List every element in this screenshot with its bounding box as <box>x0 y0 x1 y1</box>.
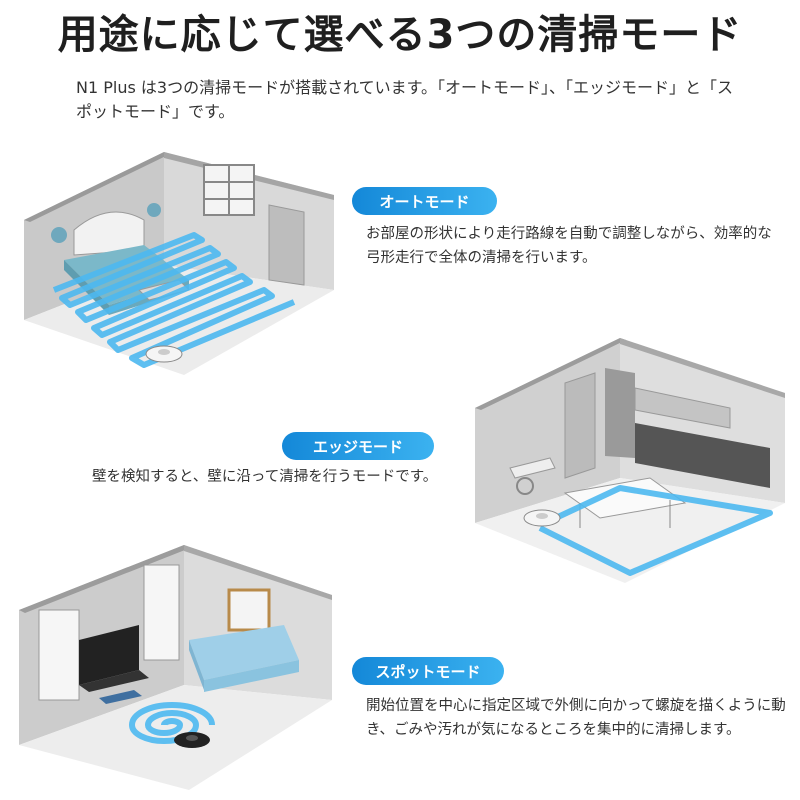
mode-label-auto: オートモード <box>352 187 497 215</box>
living-room-spot-mode-illustration <box>19 545 332 790</box>
intro-text: N1 Plus は3つの清掃モードが搭載されています。「オートモード」、「エッジ… <box>76 78 733 121</box>
mode-label-spot: スポットモード <box>352 657 504 685</box>
mode-description-edge: 壁を検知すると、壁に沿って清掃を行うモードです。 <box>92 469 438 485</box>
mode-description-auto: お部屋の形状により走行路線を自動で調整しながら、効率的な弓形走行で全体の清掃を行… <box>366 226 772 266</box>
bedroom-auto-mode-illustration <box>24 152 334 375</box>
mode-description-spot: 開始位置を中心に指定区域で外側に向かって螺旋を描くように動き、ごみや汚れが気にな… <box>366 698 786 738</box>
page-title: 用途に応じて選べる3つの清掃モード <box>57 12 743 58</box>
mode-label-edge: エッジモード <box>282 432 434 460</box>
kitchen-edge-mode-illustration <box>475 338 785 583</box>
